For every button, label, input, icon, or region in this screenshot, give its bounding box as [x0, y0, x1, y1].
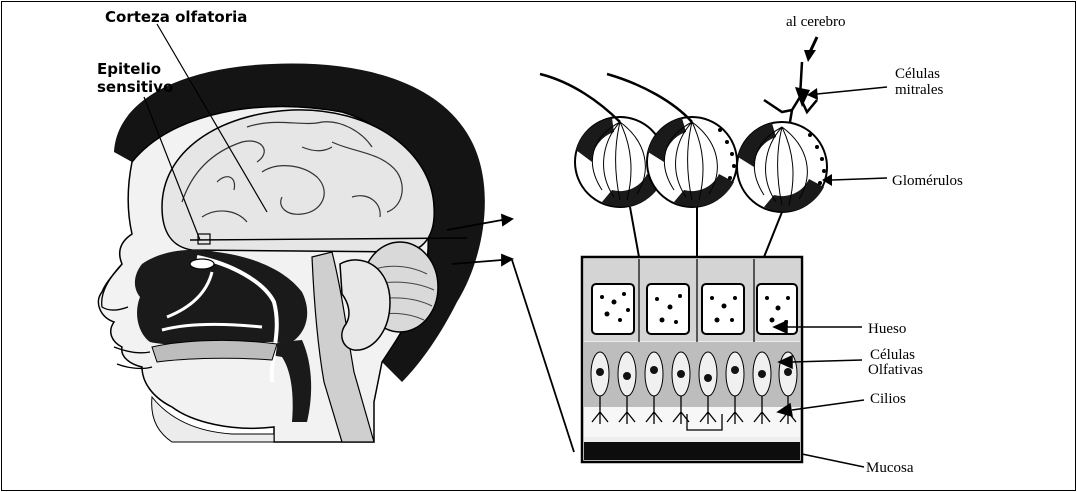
label-epitelio-line1: Epitelio: [97, 60, 161, 78]
tissue-block: [582, 257, 802, 462]
label-celulas-mitrales-line2: mitrales: [895, 82, 943, 98]
mucosa-layer: [584, 442, 800, 460]
label-celulas-olfativas-line2: Olfativas: [868, 362, 923, 378]
label-corteza-olfatoria: Corteza olfatoria: [105, 8, 247, 26]
label-celulas-mitrales-line1: Células: [895, 66, 940, 82]
glomerulus: [737, 122, 827, 257]
label-epitelio-line2: sensitivo: [97, 78, 173, 96]
olfactory-cell-layer: [584, 342, 800, 407]
label-mucosa: Mucosa: [866, 460, 914, 476]
label-glomerulos: Glomérulos: [892, 173, 963, 189]
label-al-cerebro: al cerebro: [786, 14, 846, 30]
label-celulas-olfativas-line1: Células: [870, 347, 915, 363]
bone-layer: [584, 259, 800, 342]
label-hueso: Hueso: [868, 321, 906, 337]
eye: [190, 259, 214, 269]
head-illustration: [98, 64, 484, 442]
label-cilios: Cilios: [870, 391, 906, 407]
glomeruli: [540, 74, 887, 257]
